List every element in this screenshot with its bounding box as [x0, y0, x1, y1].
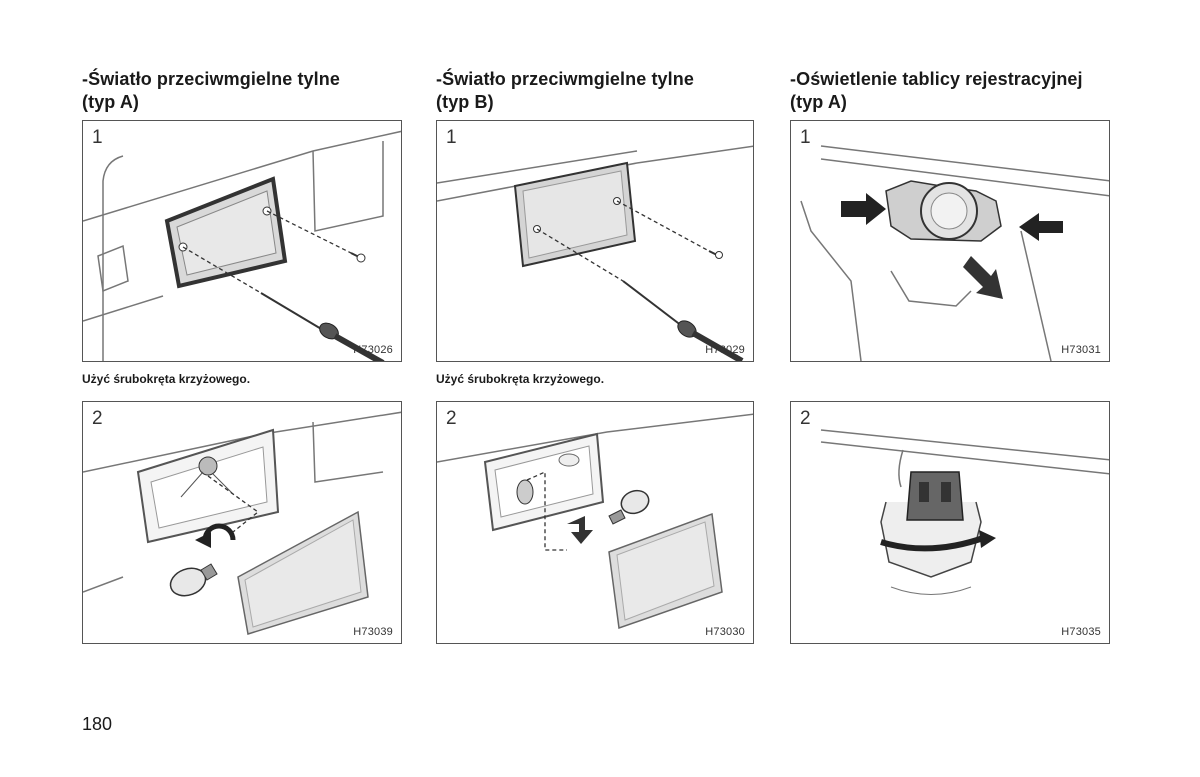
heading-line: -Światło przeciwmgielne tylne	[436, 69, 694, 89]
illustration-remove-lens-screws	[83, 130, 401, 361]
figure-license-light-step-2: 2 H73035	[790, 401, 1110, 644]
heading-line: (typ A)	[82, 92, 140, 112]
step-number: 1	[92, 127, 103, 148]
figure-rear-fog-a-step-1: 1 H73026	[82, 120, 402, 362]
caption-use-phillips-screwdriver: Użyć śrubokręta krzyżowego.	[436, 372, 605, 386]
heading-line: -Oświetlenie tablicy rejestracyjnej	[790, 69, 1083, 89]
illustration-replace-bulb	[437, 413, 753, 630]
caption-use-phillips-screwdriver: Użyć śrubokręta krzyżowego.	[82, 372, 251, 386]
step-number: 2	[446, 408, 457, 429]
figure-code: H73035	[1061, 626, 1101, 638]
illustration-release-lamp-clips	[800, 145, 1109, 361]
figure-rear-fog-b-step-1: 1 H73029	[436, 120, 754, 362]
page-number: 180	[82, 714, 113, 734]
figure-code: H73029	[705, 344, 745, 356]
heading-line: (typ A)	[790, 92, 848, 112]
section-heading-rear-fog-type-b: -Światło przeciwmgielne tylne (typ B)	[436, 68, 694, 114]
heading-line: (typ B)	[436, 92, 494, 112]
figure-license-light-step-1: 1 H73031	[790, 120, 1110, 362]
figure-code: H73039	[353, 626, 393, 638]
illustration-replace-bulb	[83, 411, 401, 635]
step-number: 2	[800, 408, 811, 429]
heading-line: -Światło przeciwmgielne tylne	[82, 69, 340, 89]
illustration-remove-lens-screws	[437, 145, 753, 361]
figure-rear-fog-a-step-2: 2 H73039	[82, 401, 402, 644]
figure-code: H73031	[1061, 344, 1101, 356]
illustration-turn-socket	[820, 429, 1109, 595]
figure-rear-fog-b-step-2: 2 H73030	[436, 401, 754, 644]
step-number: 2	[92, 408, 103, 429]
step-number: 1	[446, 127, 457, 148]
section-heading-rear-fog-type-a: -Światło przeciwmgielne tylne (typ A)	[82, 68, 340, 114]
figure-code: H73026	[353, 344, 393, 356]
section-heading-license-plate-light: -Oświetlenie tablicy rejestracyjnej (typ…	[790, 68, 1083, 114]
figure-code: H73030	[705, 626, 745, 638]
step-number: 1	[800, 127, 811, 148]
